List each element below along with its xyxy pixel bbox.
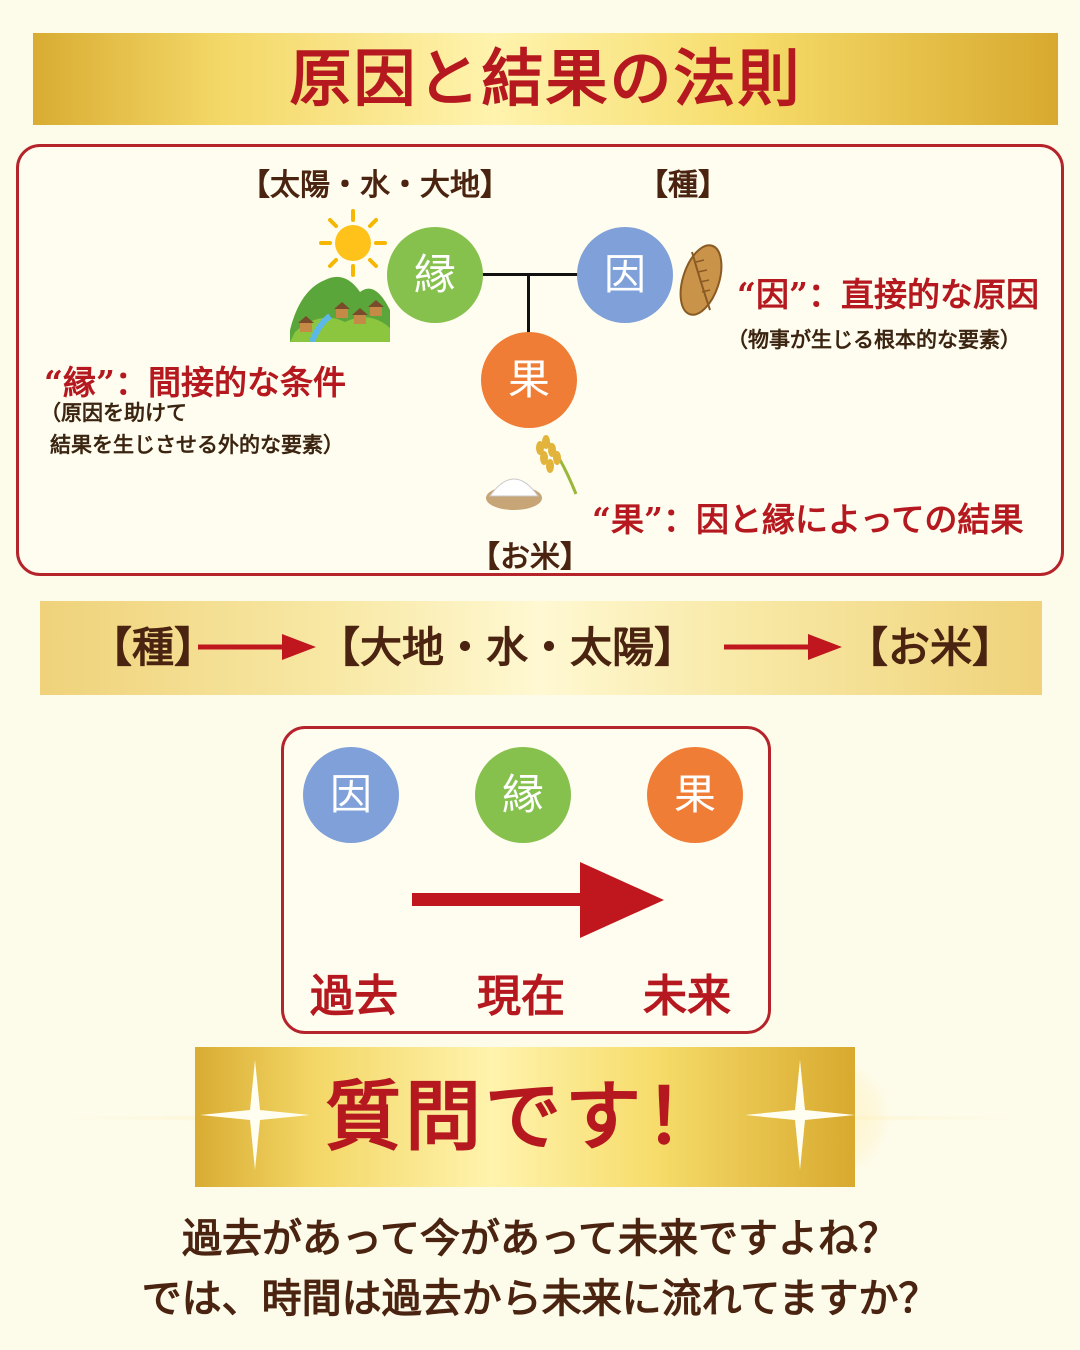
label-sun-water-earth: 【太陽・水・大地】	[240, 168, 510, 203]
label-past: 過去	[310, 971, 398, 1022]
timeline-circle-en: 縁	[475, 747, 571, 843]
circle-en: 縁	[387, 227, 483, 323]
label-rice: 【お米】	[470, 540, 590, 575]
sparkle-icon	[200, 1060, 310, 1170]
sparkle-icon	[745, 1060, 855, 1170]
rice-bowl-icon	[486, 435, 578, 510]
question-banner	[195, 1047, 855, 1187]
title-banner	[33, 33, 1058, 125]
arrow-right-icon	[198, 634, 316, 660]
timeline-circle-in: 因	[303, 747, 399, 843]
seed-icon	[679, 244, 723, 316]
circle-in: 因	[577, 227, 673, 323]
flow-earth-water-sun: 【大地・水・太陽】	[318, 623, 697, 672]
time-arrow-icon	[412, 862, 664, 938]
label-seed: 【種】	[638, 168, 728, 203]
timeline-circle-ka: 果	[647, 747, 743, 843]
en-note-line1: （原因を助けて	[40, 400, 187, 425]
en-note-line2: 結果を生じさせる外的な要素）	[50, 432, 344, 457]
ka-heading: “果”：因と縁によっての結果	[592, 500, 1024, 539]
en-heading: “縁”：間接的な条件	[44, 363, 346, 402]
connector-horizontal	[482, 273, 578, 276]
village-landscape-icon	[290, 276, 390, 342]
question-heading: 質問です！	[325, 1072, 725, 1161]
in-note: （物事が生じる根本的な要素）	[727, 327, 1021, 352]
label-future: 未来	[643, 971, 731, 1022]
question-line1: 過去があって今があって未来ですよね？	[182, 1215, 898, 1262]
page-title: 原因と結果の法則	[289, 42, 802, 115]
label-present: 現在	[477, 971, 565, 1022]
flow-rice: 【お米】	[846, 623, 1015, 672]
question-line2: では、時間は過去から未来に流れてますか？	[141, 1275, 939, 1322]
sun-icon	[319, 209, 387, 277]
arrow-right-icon	[724, 634, 842, 660]
connector-vertical	[527, 273, 530, 335]
circle-ka: 果	[481, 332, 577, 428]
in-heading: “因”：直接的な原因	[737, 275, 1039, 314]
flow-seed: 【種】	[90, 623, 217, 672]
